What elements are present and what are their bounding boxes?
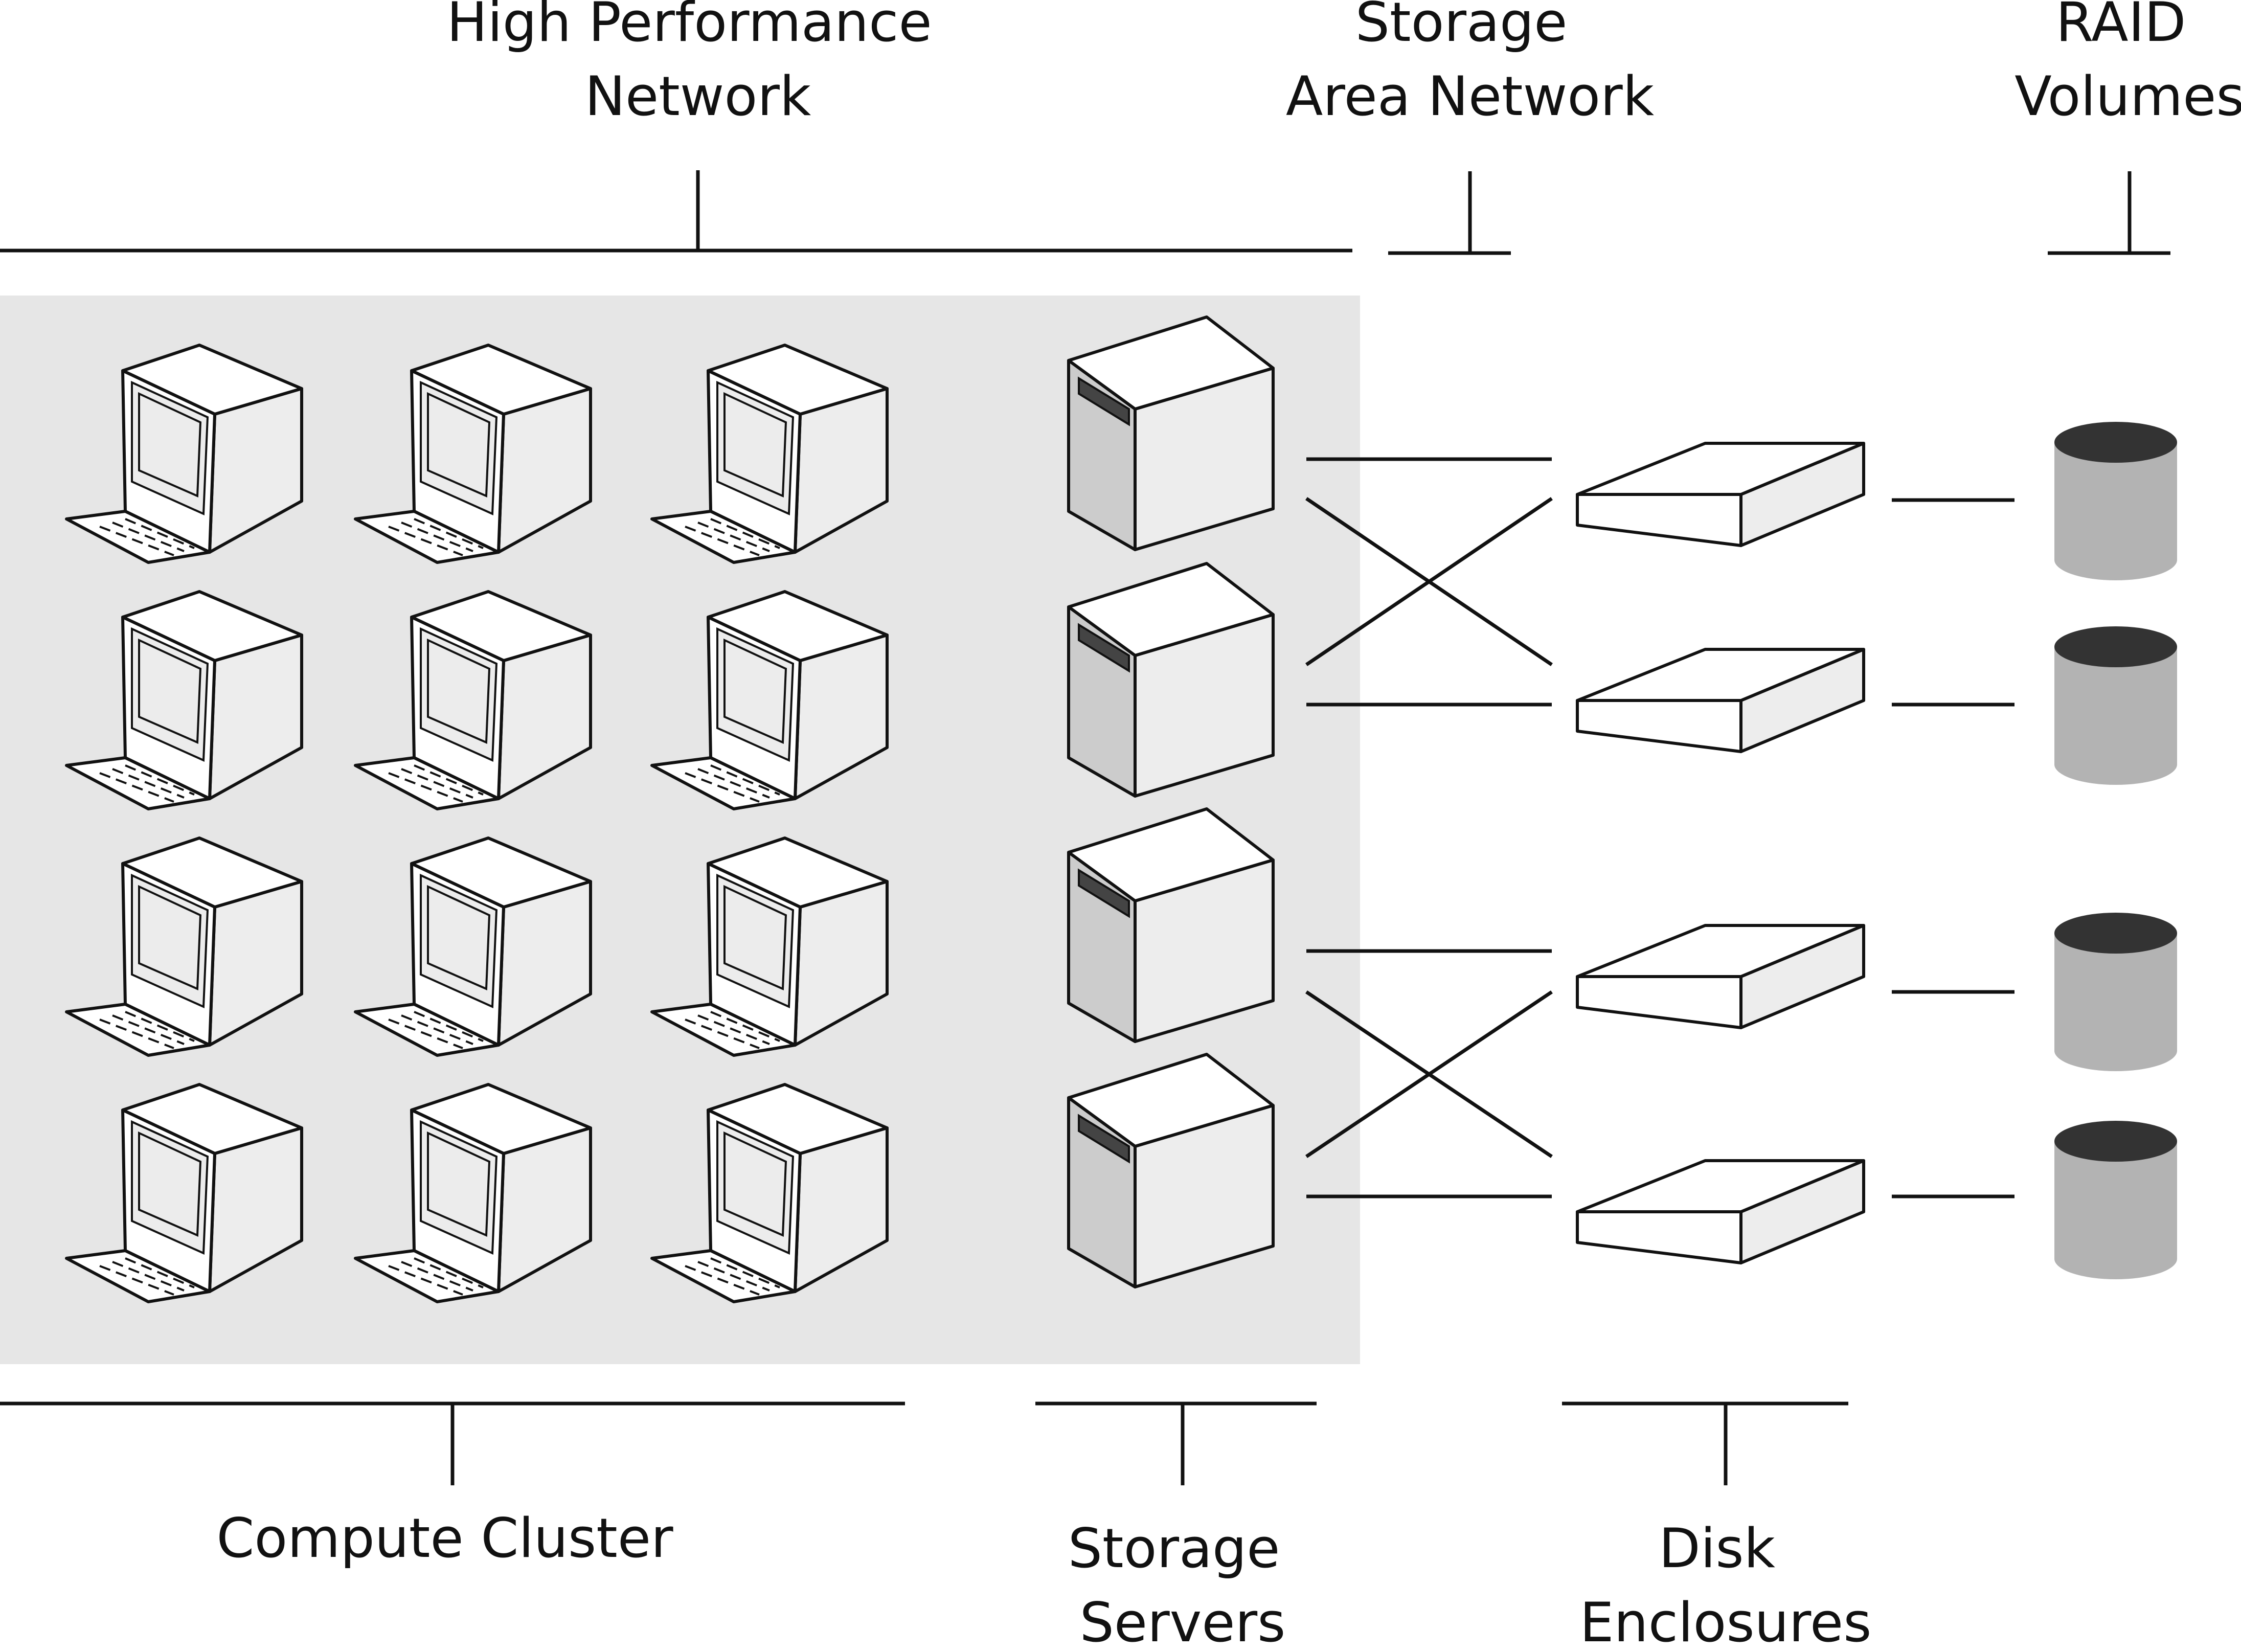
- storage-area-network-label: Storage Area Network: [1286, 0, 1655, 128]
- server-icon: [1069, 809, 1273, 1042]
- san-link: [1305, 990, 1553, 1158]
- server-icon: [1069, 563, 1273, 796]
- database-cylinder-icon: [2054, 626, 2177, 785]
- storage-area-network-bracket: [1388, 171, 1511, 255]
- raid-volumes-label: RAID Volumes: [2014, 0, 2241, 128]
- disk-enclosure-icon: [1577, 1161, 1864, 1263]
- disk-enclosures-bracket: [1562, 1401, 1848, 1485]
- storage-servers-label: Storage Servers: [1068, 1517, 1297, 1652]
- disk-enclosures-label: Disk Enclosures: [1580, 1517, 1872, 1652]
- disk-enclosure-icon: [1577, 443, 1864, 546]
- raid-connections: [1892, 498, 2014, 1198]
- high-performance-network-bracket: [0, 170, 1352, 253]
- raid-volumes-bracket: [2048, 171, 2170, 255]
- storage-servers-bracket: [1035, 1401, 1317, 1485]
- database-cylinder-icon: [2054, 422, 2177, 580]
- raid-volume-stack: [2054, 422, 2177, 1279]
- san-link: [1305, 497, 1553, 666]
- database-cylinder-icon: [2054, 913, 2177, 1071]
- server-icon: [1069, 1054, 1273, 1287]
- disk-enclosure-stack: [1577, 443, 1864, 1263]
- compute-cluster-label: Compute Cluster: [216, 1507, 673, 1570]
- high-performance-network-label: High Performance Network: [447, 0, 949, 128]
- san-connections: [1305, 457, 1553, 1198]
- compute-cluster-bracket: [0, 1401, 905, 1485]
- disk-enclosure-icon: [1577, 649, 1864, 752]
- disk-enclosure-icon: [1577, 925, 1864, 1028]
- server-icon: [1069, 317, 1273, 550]
- database-cylinder-icon: [2054, 1121, 2177, 1279]
